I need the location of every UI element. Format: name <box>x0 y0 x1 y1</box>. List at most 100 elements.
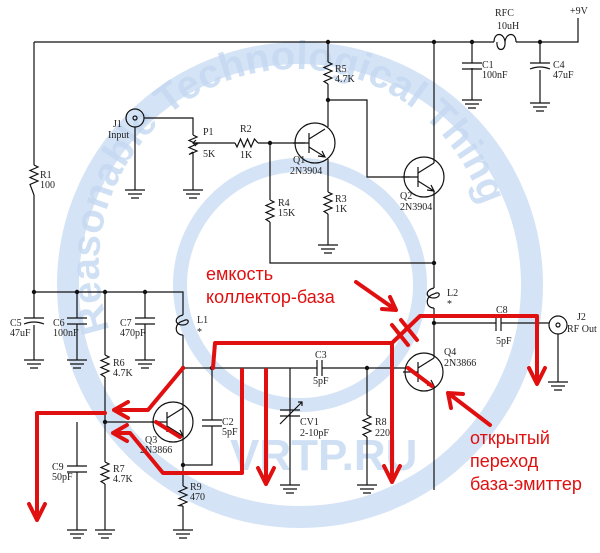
arrow-down-rfout <box>527 366 547 386</box>
label-r6-value: 4.7K <box>113 368 134 379</box>
resistor-icon <box>176 485 189 507</box>
label-c7-value: 470pF <box>120 328 146 339</box>
arrow-down-left <box>27 411 107 522</box>
label-r3-name: R3 <box>335 194 347 205</box>
label-c2-name: C2 <box>222 417 234 428</box>
arrow-to-capacitance <box>354 280 398 312</box>
resistor-icon <box>322 61 334 85</box>
q3-junction-highlight <box>154 420 182 439</box>
resistor-icon <box>234 137 259 149</box>
label-q4-value: 2N3866 <box>444 358 476 369</box>
junction-dot <box>180 462 186 468</box>
junction-dot <box>431 39 437 45</box>
label-c1-name: C1 <box>482 60 494 71</box>
label-r8-name: R8 <box>375 417 387 428</box>
junction-dot <box>325 39 331 45</box>
junction-dot <box>431 260 437 266</box>
label-r5-value: 4.7K <box>335 74 356 85</box>
label-r7-name: R7 <box>113 464 125 475</box>
ground-icon <box>318 244 338 254</box>
label-r7-value: 4.7K <box>113 474 134 485</box>
capacitor-icon <box>316 360 323 376</box>
annotation-capacitance-1: емкость <box>206 264 273 284</box>
arrow-to-q4-junction <box>446 391 492 427</box>
ground-icon <box>280 484 300 494</box>
ground-icon <box>125 189 145 199</box>
arrow-down-cv1 <box>256 368 276 486</box>
label-c8-name: C8 <box>496 305 508 316</box>
inductor-icon <box>426 287 440 309</box>
capacitor-icon <box>23 317 45 325</box>
label-c1-value: 100nF <box>482 70 508 81</box>
label-c9-name: C9 <box>52 462 64 473</box>
label-r9-value: 470 <box>190 492 205 503</box>
capacitor-icon <box>67 465 87 473</box>
ground-icon <box>135 359 155 369</box>
junction-dot <box>537 39 543 45</box>
junction-dot <box>102 419 108 425</box>
label-j1-value: Input <box>108 130 129 141</box>
arrow-q3-base-bottom <box>111 368 244 475</box>
label-r5-name: R5 <box>335 64 347 75</box>
label-q2-value: 2N3904 <box>400 202 432 213</box>
label-rfc-name: RFC <box>495 8 514 19</box>
label-p1-name: P1 <box>203 127 214 138</box>
ground-icon <box>462 99 482 109</box>
label-q3-name: Q3 <box>145 435 157 446</box>
label-cv1-value: 2-10pF <box>300 428 329 439</box>
label-c5-name: C5 <box>10 318 22 329</box>
label-q1-value: 2N3904 <box>290 166 322 177</box>
annotation-capacitance-2: коллектор-база <box>206 287 336 307</box>
label-c8-value: 5pF <box>496 336 512 347</box>
label-r4-value: 15K <box>278 208 296 219</box>
label-j2-value: RF Out <box>567 324 597 335</box>
label-cv1-name: CV1 <box>300 417 319 428</box>
rfc-inductor-icon <box>493 33 517 51</box>
junction-dot <box>142 289 148 295</box>
connector-icon <box>548 315 568 335</box>
capacitor-icon <box>529 62 551 70</box>
label-c6-value: 100nF <box>53 328 79 339</box>
capacitor-icon <box>135 317 155 325</box>
junction-dot <box>267 140 273 146</box>
label-r6-name: R6 <box>113 358 125 369</box>
wiper-arrow-icon <box>192 139 200 147</box>
ground-icon <box>95 529 115 539</box>
label-c3-value: 5pF <box>313 376 329 387</box>
junction-dot <box>102 289 108 295</box>
label-l2-name: L2 <box>447 288 458 299</box>
junction-dot <box>364 365 370 371</box>
label-r8-value: 220 <box>375 428 390 439</box>
ground-icon <box>357 484 377 494</box>
connector-pin <box>132 115 138 121</box>
label-c4-value: 47uF <box>553 70 574 81</box>
label-j2-name: J2 <box>577 312 586 323</box>
annotation-junction-1: открытый <box>470 428 550 448</box>
label-r3-value: 1K <box>335 204 348 215</box>
label-c3-name: C3 <box>315 350 327 361</box>
ground-icon <box>530 102 550 112</box>
label-l2-value: * <box>447 299 452 310</box>
capacitor-icon <box>67 317 87 325</box>
label-r2-name: R2 <box>240 124 252 135</box>
capacitor-icon <box>462 62 482 70</box>
ground-icon <box>67 359 87 369</box>
junction-dot <box>431 320 437 326</box>
transistor-leads <box>293 128 327 158</box>
junction-dot <box>325 97 331 103</box>
annotations: емкость коллектор-база открытый переход … <box>27 264 582 522</box>
junction-dot <box>31 289 37 295</box>
arrow-q3-base-top <box>112 366 185 420</box>
wires <box>33 18 579 530</box>
label-r4-name: R4 <box>278 198 290 209</box>
resistor-icon <box>361 414 373 438</box>
label-c2-value: 5pF <box>222 427 238 438</box>
label-q3-value: 2N3866 <box>140 445 172 456</box>
resistor-icon <box>322 191 334 215</box>
label-q1-name: Q1 <box>293 155 305 166</box>
resistor-icon <box>28 164 40 196</box>
parasitic-capacitor-icon <box>390 318 419 347</box>
label-j1-name: J1 <box>113 119 122 130</box>
